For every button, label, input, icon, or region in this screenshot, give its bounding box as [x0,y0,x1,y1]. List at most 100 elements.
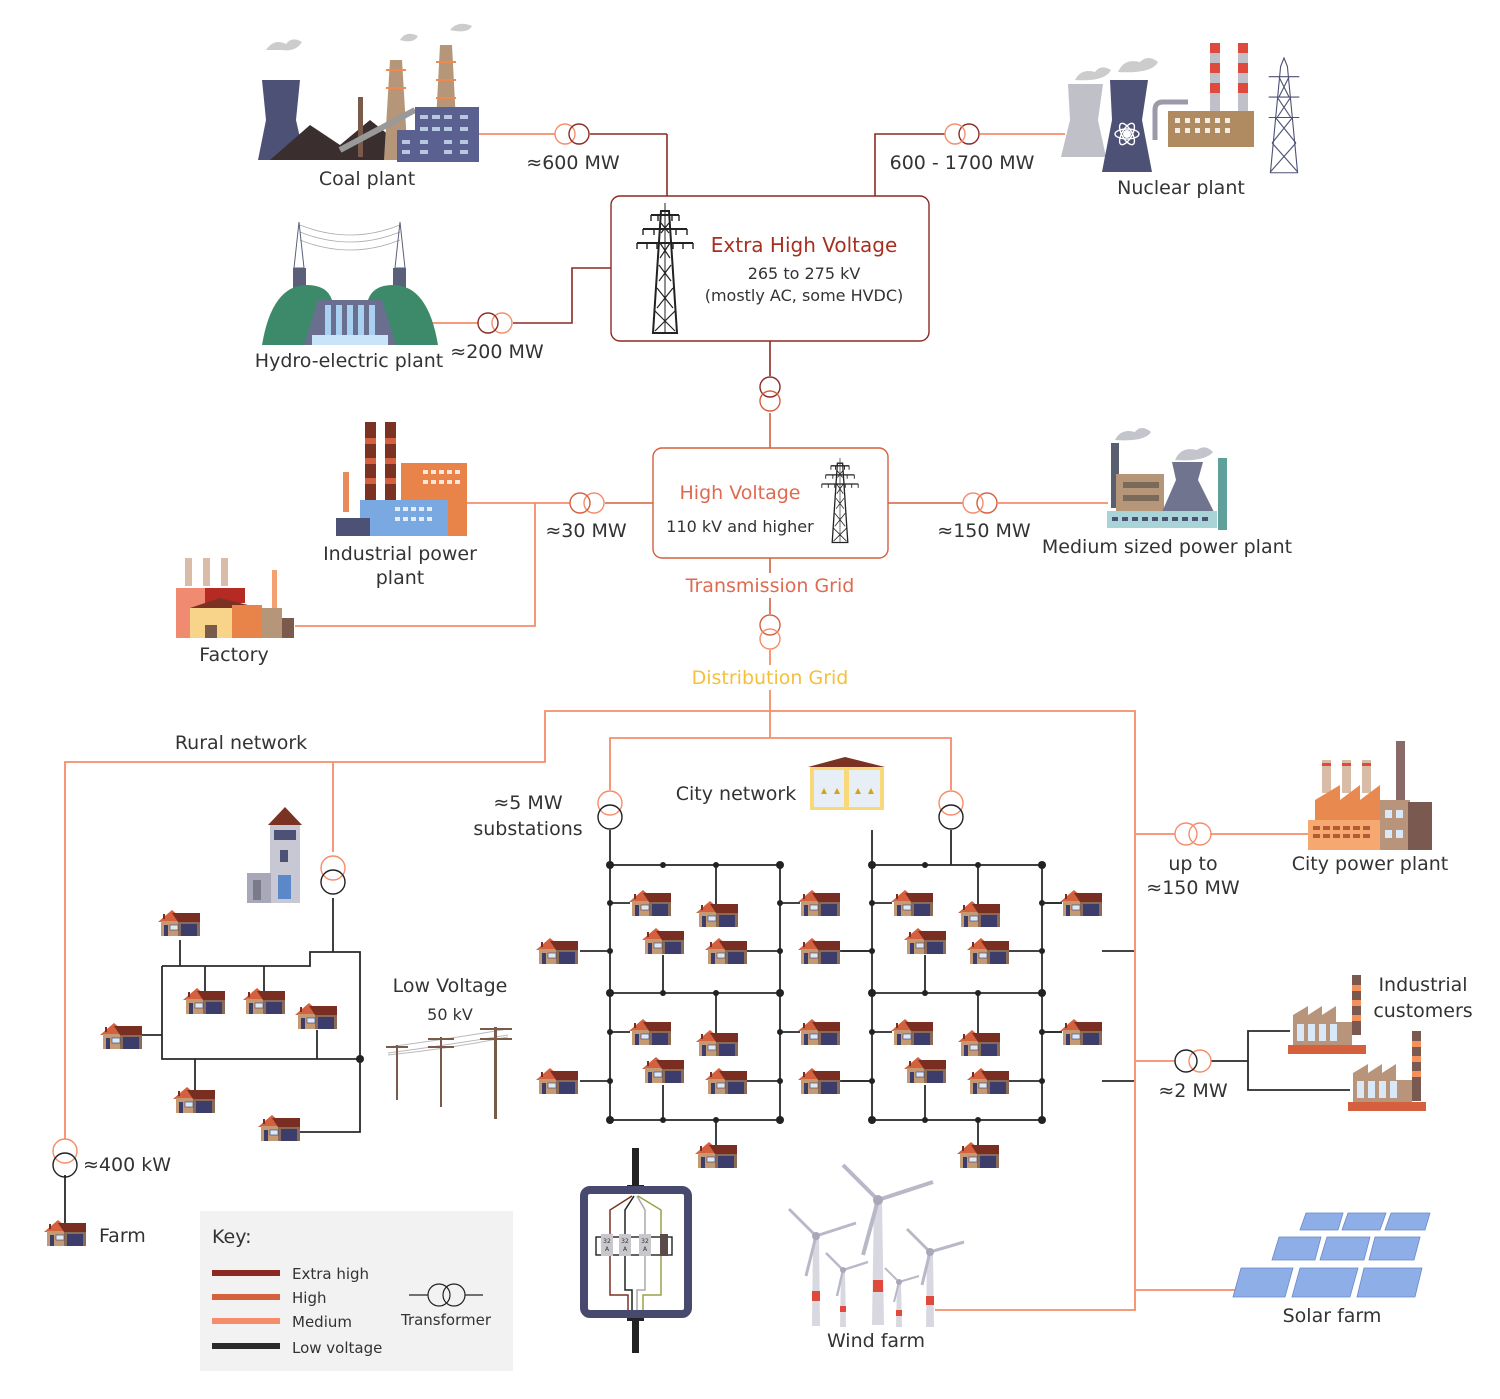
house-icon [628,889,672,917]
house-icon [535,1067,579,1095]
transformer-transmission-distribution[interactable] [759,614,781,650]
ic-lv-1 [1210,1030,1290,1062]
factory-icon [176,558,294,638]
industrial-customers-capacity: ≈2 MW [1158,1080,1227,1102]
city-substation-icon [808,757,885,810]
solar-farm-label: Solar farm [1283,1305,1382,1327]
transformer-city-plant[interactable] [1174,822,1212,846]
industrial-customer-icon-1 [1288,975,1366,1054]
rural-network-label: Rural network [175,732,307,754]
city-lv-grid-left [580,830,872,1150]
fuse-rating-2: 32 [621,1238,629,1245]
hydro-wire-eh [513,267,611,324]
fuse-unit-2: A [623,1246,628,1253]
extra-high-voltage-box[interactable]: Extra High Voltage 265 to 275 kV (mostly… [610,195,930,342]
nuclear-wire-eh [874,133,945,196]
solar-farm[interactable]: Solar farm [1232,1212,1431,1327]
house-icon [797,1067,841,1095]
house-icon [99,1022,143,1050]
house-icon [694,1141,738,1169]
industrial-power-plant[interactable]: Industrial power plant [323,422,477,589]
hydro-plant[interactable]: Hydro-electric plant [255,221,443,372]
house-icon [966,1067,1010,1095]
transformer-city-right[interactable] [938,790,964,830]
legend: Key: Extra high High Medium Low voltage … [200,1211,513,1371]
house-icon [641,1056,685,1084]
house-icon [797,937,841,965]
transformer-city-left[interactable] [597,790,623,830]
medium-plant-label: Medium sized power plant [1042,536,1292,558]
transformers [52,123,1212,1178]
farm-house-icon [43,1219,87,1247]
rural-substation-icon [247,807,302,903]
wires [64,133,1350,1311]
transmission-grid-label: Transmission Grid [685,575,855,597]
medium-power-plant[interactable]: Medium sized power plant [1042,428,1292,558]
house-icon [294,1002,338,1030]
nuclear-plant-label: Nuclear plant [1117,177,1245,199]
fuse-unit-1: A [605,1246,610,1253]
house-icon [641,927,685,955]
house-icon [695,900,739,928]
legend-item-high: High [212,1289,326,1307]
transformer-industrial[interactable] [569,492,605,514]
house-icon [628,1018,672,1046]
h-line1: 110 kV and higher [666,517,814,536]
legend-swatch [212,1270,280,1276]
house-icon [890,1018,934,1046]
house-icon [257,1114,301,1142]
houses [43,889,1103,1247]
house-icon [1059,889,1103,917]
legend-item-low-voltage: Low voltage [212,1339,382,1357]
wind-farm[interactable]: Wind farm [787,1163,965,1352]
legend-swatch [212,1294,280,1300]
fuse-box[interactable]: 32 A 32 A 32 A [580,1148,692,1353]
house-icon [957,900,1001,928]
transformer-farm[interactable] [52,1138,78,1178]
house-icon [797,1018,841,1046]
industrial-customers-label-2: customers [1373,1000,1472,1022]
city-capacity-2: ≈150 MW [1146,877,1240,899]
city-bus [609,737,952,790]
transformer-industrial-customers[interactable] [1174,1049,1212,1073]
industrial-customers[interactable]: Industrial customers [1288,974,1473,1111]
legend-title: Key: [212,1226,251,1248]
industrial-capacity: ≈30 MW [545,520,627,542]
city-power-plant[interactable]: City power plant [1292,741,1449,875]
legend-label: Low voltage [292,1339,382,1357]
fuse-rating-3: 32 [641,1238,649,1245]
house-icon [797,889,841,917]
city-power-plant-icon [1308,741,1432,850]
house-icon [182,987,226,1015]
house-icon [157,909,201,937]
fuse-box-icon: 32 A 32 A 32 A [580,1148,692,1353]
legend-swatch [212,1318,280,1324]
industrial-plant-label-1: Industrial power [323,543,477,565]
house-icon [172,1086,216,1114]
transformer-rural[interactable] [320,855,346,895]
coal-capacity: ≈600 MW [526,152,620,174]
house-icon [695,1029,739,1057]
low-voltage-title: Low Voltage [393,975,508,997]
house-icon [890,889,934,917]
transformer-eh-h[interactable] [759,376,781,412]
city-network-label: City network [676,783,796,805]
wind-turbines-icon [787,1163,965,1327]
legend-transformer-label: Transformer [400,1311,492,1329]
solar-panels-icon [1232,1212,1431,1298]
transformer-nuclear[interactable] [944,123,980,145]
fuse-unit-3: A [643,1246,648,1253]
factory[interactable]: Factory [176,558,294,666]
hydro-plant-label: Hydro-electric plant [255,350,443,372]
transformer-medium-plant[interactable] [962,492,998,514]
transformer-hydro[interactable] [477,312,513,334]
medium-power-plant-icon [1107,428,1227,530]
eh-title: Extra High Voltage [711,233,898,257]
coal-plant[interactable]: Coal plant [258,23,479,190]
factory-wire-medium [295,503,536,627]
legend-label: Extra high [292,1265,369,1283]
transformer-coal[interactable] [554,123,590,145]
industrial-customers-label-1: Industrial [1378,974,1467,996]
high-voltage-box[interactable]: High Voltage 110 kV and higher [652,447,889,559]
nuclear-plant[interactable]: Nuclear plant [1061,43,1300,199]
